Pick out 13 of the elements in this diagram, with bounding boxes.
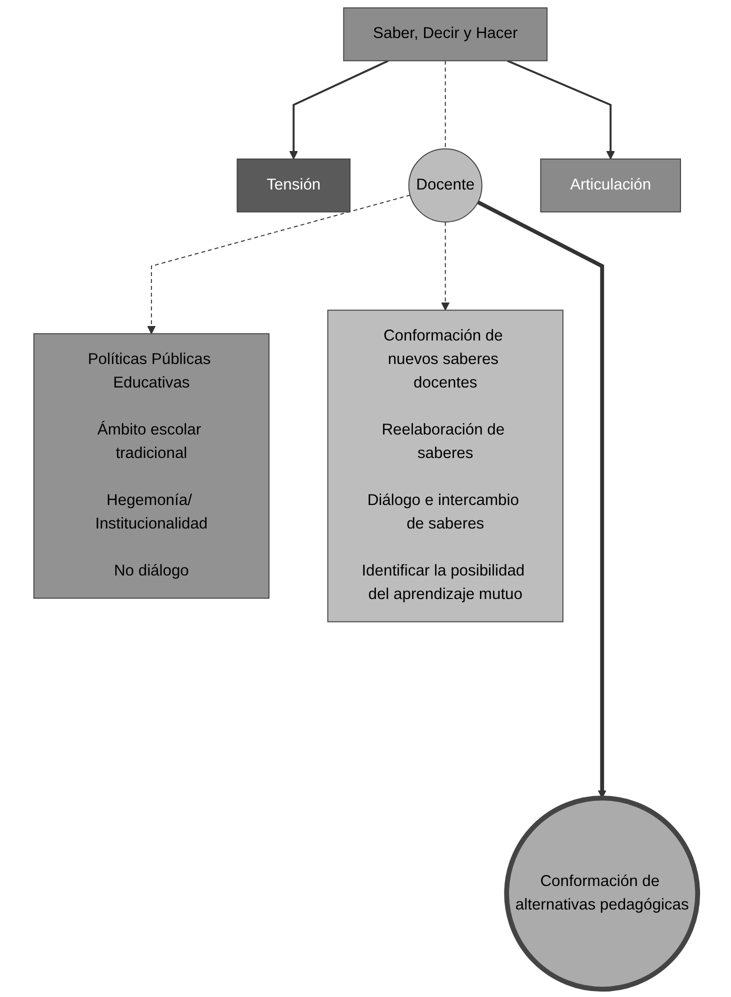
node-circle: Docente — [408, 148, 482, 222]
arrow — [289, 60, 389, 160]
arrow — [146, 194, 410, 334]
node-box: Saber, Decir y Hacer — [342, 7, 548, 62]
node-box: Políticas Públicas Educativas Ámbito escolar tradicional Hegemonía/ Institucionalidad No diálogo — [33, 333, 270, 599]
connector — [444, 60, 446, 150]
arrow — [440, 222, 450, 311]
arrow — [476, 200, 606, 798]
node-box: Conformación de nuevos saberes docentes Reelaboración de saberes Diálogo e intercambio de saberes Identificar la posibilidad del aprendizaje mutuo — [327, 310, 564, 622]
node-circle: Conformación de alternativas pedagógicas — [504, 796, 700, 992]
node-box: Tensión — [236, 158, 350, 212]
arrow — [506, 60, 615, 160]
node-box: Articulación — [540, 158, 681, 212]
